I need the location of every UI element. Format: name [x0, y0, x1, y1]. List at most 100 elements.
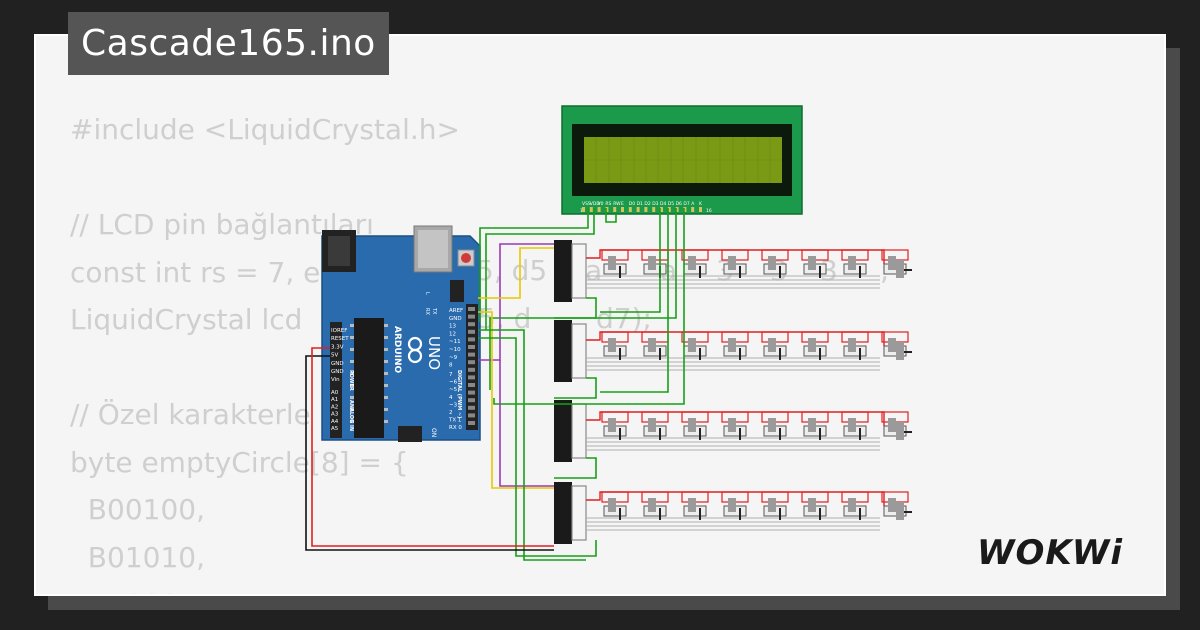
switch-knob[interactable] — [848, 256, 856, 270]
switch-knob[interactable] — [648, 338, 656, 352]
power-pin-label: Vin — [331, 377, 340, 383]
switch-knob[interactable] — [608, 418, 616, 432]
switch-knob[interactable] — [608, 498, 616, 512]
wokwi-logo[interactable]: WOKWi — [975, 528, 1155, 578]
digital-pin-label: 7 — [449, 372, 453, 378]
lcd-pin — [636, 207, 640, 212]
switch-knob[interactable] — [648, 498, 656, 512]
switch-knob[interactable] — [768, 498, 776, 512]
slide-switch[interactable] — [761, 411, 789, 440]
switch-knob[interactable] — [728, 418, 736, 432]
switch-knob[interactable] — [848, 338, 856, 352]
power-jack-inner — [328, 236, 350, 266]
switch-knob[interactable] — [768, 256, 776, 270]
slide-switch[interactable] — [601, 491, 629, 520]
switch-knob[interactable] — [768, 418, 776, 432]
slide-switch[interactable] — [641, 491, 669, 520]
switch-knob[interactable] — [608, 256, 616, 270]
digital-pin-label: 13 — [449, 324, 456, 330]
slide-switch[interactable] — [601, 411, 629, 440]
switch-knob[interactable] — [608, 338, 616, 352]
switch-knob[interactable] — [808, 256, 816, 270]
lcd-pin — [699, 207, 702, 212]
switch-knob[interactable] — [888, 498, 896, 512]
switch-knob[interactable] — [808, 338, 816, 352]
header-pin — [468, 375, 475, 380]
slide-switch[interactable] — [881, 491, 909, 520]
slide-switch[interactable] — [801, 331, 829, 360]
slide-switch[interactable] — [841, 249, 869, 278]
shift-register[interactable] — [554, 320, 587, 382]
slide-switch[interactable] — [761, 249, 789, 278]
tx-label: TX — [431, 307, 437, 315]
reset-button[interactable] — [461, 253, 471, 263]
slide-switch[interactable] — [801, 411, 829, 440]
switch-knob[interactable] — [728, 256, 736, 270]
code-fragment: 5, d5 — [476, 254, 547, 287]
slide-switch[interactable] — [641, 331, 669, 360]
lcd-pin-label: D7 — [683, 201, 689, 207]
slide-switch[interactable] — [721, 331, 749, 360]
slide-switch[interactable] — [761, 491, 789, 520]
slide-switch[interactable] — [721, 249, 749, 278]
switch-knob[interactable] — [688, 498, 696, 512]
slide-switch[interactable] — [681, 411, 709, 440]
project-title[interactable]: Cascade165.ino — [68, 12, 389, 75]
slide-switch[interactable] — [601, 249, 629, 278]
switch-knob[interactable] — [888, 338, 896, 352]
switch-knob[interactable] — [808, 418, 816, 432]
slide-switch[interactable] — [881, 411, 909, 440]
rx-label: RX — [424, 308, 430, 315]
switch-knob[interactable] — [808, 498, 816, 512]
slide-switch[interactable] — [721, 411, 749, 440]
switch-knob[interactable] — [888, 418, 896, 432]
lcd-pin — [675, 207, 679, 212]
switch-knob[interactable] — [648, 418, 656, 432]
switch-knob[interactable] — [688, 256, 696, 270]
slide-switch[interactable] — [601, 331, 629, 360]
slide-switch[interactable] — [721, 491, 749, 520]
arduino-uno[interactable]: ARDUINO UNO ON TX RX L DIGITAL (PWM ~) P… — [321, 225, 481, 442]
slide-switch[interactable] — [681, 331, 709, 360]
lcd-pin-label: E — [621, 201, 624, 207]
slide-switch[interactable] — [641, 411, 669, 440]
switch-knob[interactable] — [848, 418, 856, 432]
switch-knob[interactable] — [848, 498, 856, 512]
wire-gnd — [305, 355, 554, 551]
switch-knob[interactable] — [688, 338, 696, 352]
switch-knob[interactable] — [888, 256, 896, 270]
lcd-pin-label: D6 — [676, 201, 682, 207]
slide-switch[interactable] — [881, 331, 909, 360]
wire-lcd-e — [485, 208, 595, 330]
lcd-pin — [613, 207, 617, 212]
switch-knob[interactable] — [688, 418, 696, 432]
wire-vcc — [311, 347, 554, 547]
power-pin-label: RESET — [331, 336, 349, 342]
slide-switch[interactable] — [681, 491, 709, 520]
digital-pin-label: 8 — [449, 363, 453, 369]
lcd-pin — [582, 207, 585, 212]
slide-switch[interactable] — [841, 411, 869, 440]
slide-switch[interactable] — [841, 331, 869, 360]
shift-register[interactable] — [554, 240, 587, 302]
wire-clock-2 — [499, 360, 554, 487]
switch-knob[interactable] — [728, 498, 736, 512]
slide-switch[interactable] — [801, 249, 829, 278]
slide-switch[interactable] — [761, 331, 789, 360]
slide-switch[interactable] — [841, 491, 869, 520]
shift-register[interactable] — [554, 400, 587, 462]
slide-switch[interactable] — [681, 249, 709, 278]
header-pin — [468, 421, 475, 425]
slide-switch[interactable] — [801, 491, 829, 520]
switch-knob[interactable] — [768, 338, 776, 352]
chip-body — [554, 320, 572, 382]
lcd-pin-last: 16 — [706, 208, 712, 214]
switch-knob[interactable] — [728, 338, 736, 352]
switch-knob[interactable] — [648, 256, 656, 270]
code-line: const int rs = 7, e — [70, 255, 321, 289]
shift-register[interactable] — [554, 482, 587, 544]
switch-terminal — [896, 342, 904, 360]
l-label: L — [424, 292, 430, 295]
header-pin — [468, 345, 475, 349]
